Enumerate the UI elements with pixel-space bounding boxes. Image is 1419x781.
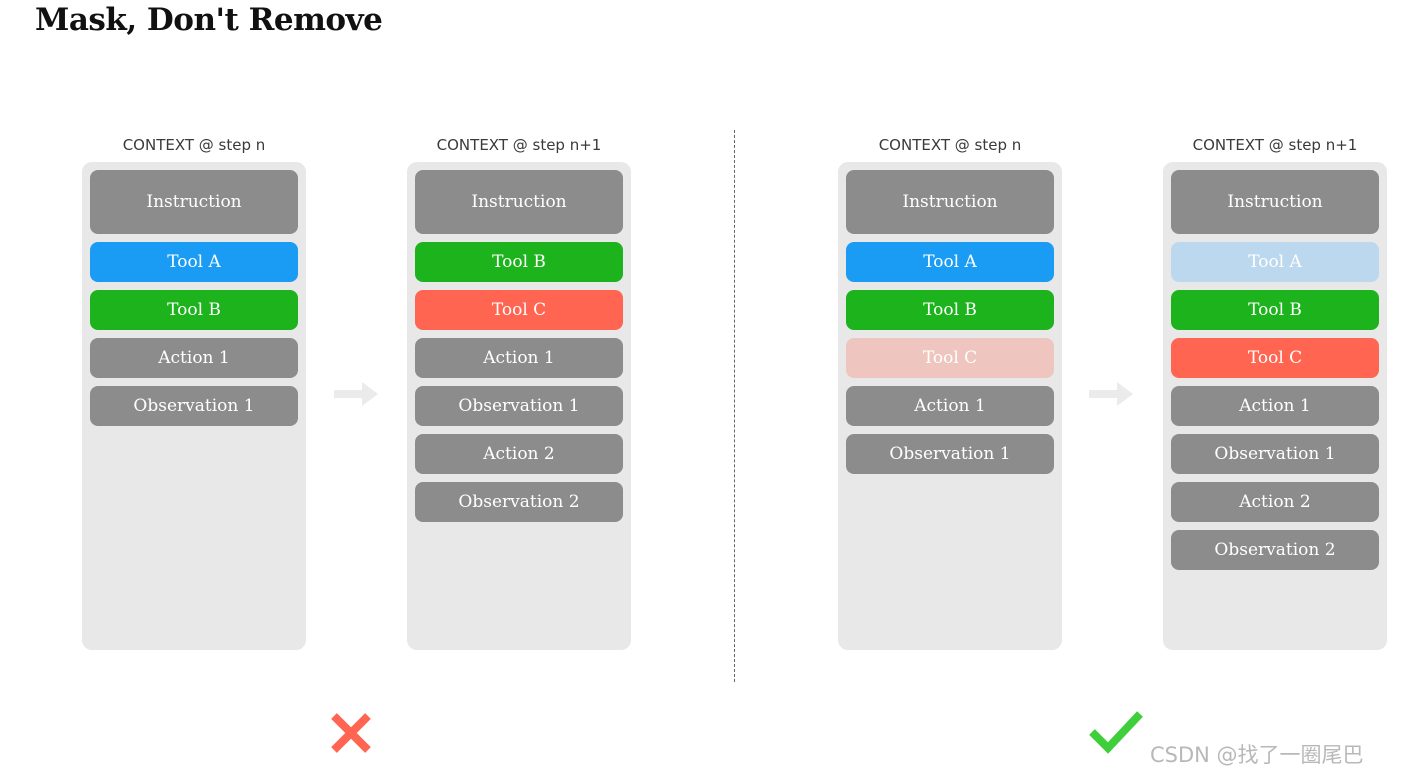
context-item-tool-b: Tool B bbox=[1171, 290, 1379, 330]
context-item-tool-b: Tool B bbox=[90, 290, 298, 330]
context-item-observation-1: Observation 1 bbox=[1171, 434, 1379, 474]
context-item-observation-2: Observation 2 bbox=[1171, 530, 1379, 570]
context-item-instruction: Instruction bbox=[415, 170, 623, 234]
context-item-action-1: Action 1 bbox=[1171, 386, 1379, 426]
context-item-tool-a: Tool A bbox=[846, 242, 1054, 282]
context-item-action-1: Action 1 bbox=[415, 338, 623, 378]
context-item-action-1: Action 1 bbox=[846, 386, 1054, 426]
context-item-tool-c: Tool C bbox=[1171, 338, 1379, 378]
context-item-observation-1: Observation 1 bbox=[90, 386, 298, 426]
page-title: Mask, Don't Remove bbox=[35, 2, 383, 38]
column-label: CONTEXT @ step n+1 bbox=[1192, 136, 1358, 154]
context-item-instruction: Instruction bbox=[1171, 170, 1379, 234]
checkmark-icon bbox=[1089, 711, 1143, 754]
right-arrow-icon bbox=[334, 382, 378, 406]
context-item-instruction: Instruction bbox=[846, 170, 1054, 234]
context-item-observation-2: Observation 2 bbox=[415, 482, 623, 522]
context-item-tool-a: Tool A bbox=[1171, 242, 1379, 282]
section-divider bbox=[734, 130, 735, 682]
context-item-action-1: Action 1 bbox=[90, 338, 298, 378]
context-item-observation-1: Observation 1 bbox=[415, 386, 623, 426]
context-item-tool-c: Tool C bbox=[415, 290, 623, 330]
context-item-tool-b: Tool B bbox=[415, 242, 623, 282]
context-item-observation-1: Observation 1 bbox=[846, 434, 1054, 474]
right-arrow-icon bbox=[1089, 382, 1133, 406]
context-item-tool-a: Tool A bbox=[90, 242, 298, 282]
context-item-tool-c: Tool C bbox=[846, 338, 1054, 378]
context-item-tool-b: Tool B bbox=[846, 290, 1054, 330]
context-item-action-2: Action 2 bbox=[415, 434, 623, 474]
context-item-action-2: Action 2 bbox=[1171, 482, 1379, 522]
watermark: CSDN @找了一圈尾巴 bbox=[1150, 743, 1364, 767]
context-item-instruction: Instruction bbox=[90, 170, 298, 234]
cross-icon bbox=[331, 713, 371, 753]
column-label: CONTEXT @ step n bbox=[122, 136, 266, 154]
column-label: CONTEXT @ step n+1 bbox=[436, 136, 602, 154]
column-label: CONTEXT @ step n bbox=[878, 136, 1022, 154]
